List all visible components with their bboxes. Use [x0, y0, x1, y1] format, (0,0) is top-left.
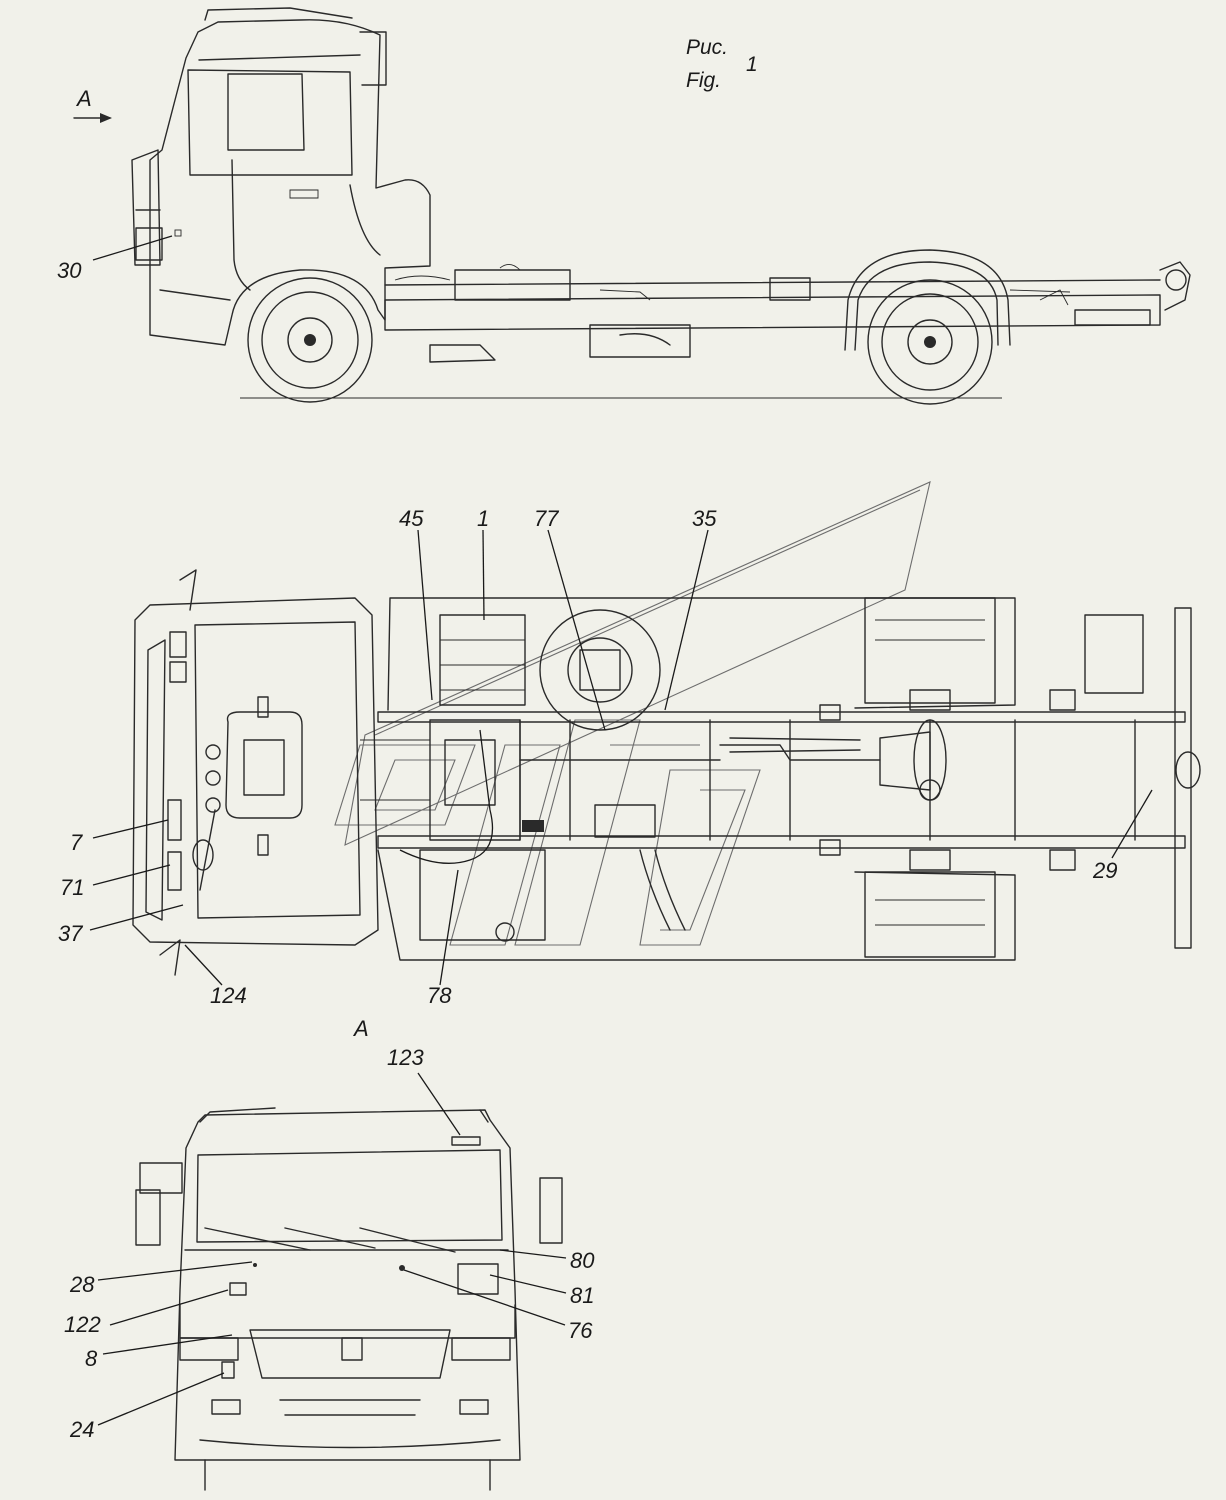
- figure-title-en: Fig.: [686, 69, 722, 92]
- callout-8: 8: [85, 1346, 98, 1371]
- callout-76: 76: [568, 1318, 593, 1343]
- view-arrow-icon: [73, 113, 112, 123]
- callout-124: 124: [210, 983, 247, 1008]
- callout-80: 80: [570, 1248, 595, 1273]
- figure-number: 1: [746, 53, 758, 76]
- callout-122: 122: [64, 1312, 101, 1337]
- view-marker: A: [77, 86, 92, 111]
- figure-title-ru: Рис.: [686, 36, 729, 59]
- callout-77: 77: [534, 506, 559, 531]
- callout-1: 1: [477, 506, 490, 531]
- callout-7: 7: [70, 830, 83, 855]
- callout-28: 28: [70, 1272, 95, 1297]
- callout-78: 78: [427, 983, 452, 1008]
- callout-29: 29: [1093, 858, 1118, 883]
- callout-45: 45: [399, 506, 424, 531]
- top-view: [89, 529, 1201, 986]
- view-title: A: [354, 1016, 369, 1041]
- callout-123: 123: [387, 1045, 424, 1070]
- side-view: [73, 7, 1191, 405]
- callout-30: 30: [57, 258, 82, 283]
- callout-71: 71: [60, 875, 85, 900]
- callout-35: 35: [692, 506, 717, 531]
- callout-37: 37: [58, 921, 83, 946]
- front-view: [97, 1072, 567, 1491]
- watermark-logo: [334, 481, 931, 946]
- callout-24: 24: [70, 1417, 95, 1442]
- callout-81: 81: [570, 1283, 595, 1308]
